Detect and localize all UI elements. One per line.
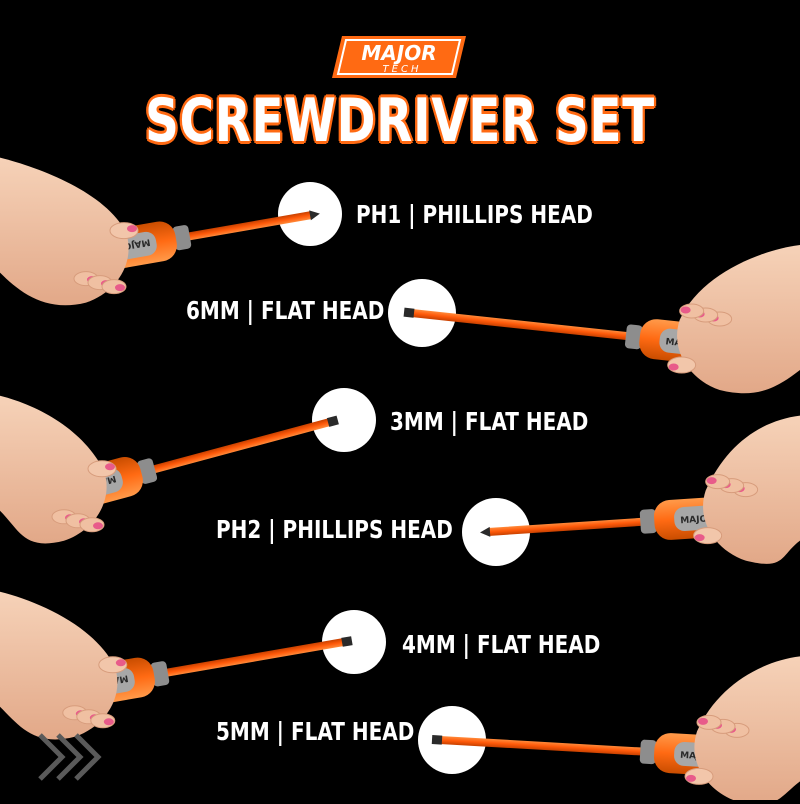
- flat-tip-icon: [403, 307, 415, 318]
- hand-ph1: [0, 157, 139, 306]
- flat-tip-icon: [341, 636, 353, 647]
- fingernail: [93, 522, 103, 530]
- major-tech-logo: MAJOR TECH: [332, 36, 466, 78]
- phillips-tip-icon: [309, 210, 320, 221]
- fingernail: [105, 463, 115, 471]
- screwdriver-6mm: MAJOR TECH: [388, 244, 800, 394]
- label-ph1-phillips-head: PH1 | PHILLIPS HEAD: [356, 200, 593, 229]
- shaft-4mm: [161, 638, 345, 678]
- screwdriver-ph2: MAJOR TECH: [462, 415, 800, 566]
- page-title: SCREWDRIVER SET: [145, 86, 655, 156]
- fingernail: [127, 225, 137, 233]
- shaft-ph1: [183, 211, 313, 241]
- shaft-ph2: [487, 517, 647, 536]
- handle-collar: [624, 324, 643, 350]
- fingernail: [698, 717, 708, 725]
- screwdriver-5mm: MAJOR TECH: [418, 656, 800, 804]
- hand-3mm: [0, 395, 117, 544]
- screwdriver-3mm: MAJOR TECH: [0, 388, 376, 544]
- hand-6mm: [667, 244, 800, 394]
- label-5mm-flat-head: 5MM | FLAT HEAD: [216, 717, 415, 746]
- logo-text-bottom: TECH: [383, 64, 422, 75]
- fingernail: [686, 774, 696, 782]
- label-6mm-flat-head: 6MM | FLAT HEAD: [186, 296, 385, 325]
- phillips-tip-icon: [480, 526, 491, 537]
- fingernail: [668, 363, 679, 371]
- handle-collar: [639, 509, 657, 534]
- tip-circle-4mm: [322, 610, 386, 674]
- label-4mm-flat-head: 4MM | FLAT HEAD: [402, 630, 601, 659]
- label-ph2-phillips-head: PH2 | PHILLIPS HEAD: [216, 515, 453, 544]
- flat-tip-icon: [431, 735, 443, 745]
- shaft-3mm: [148, 418, 331, 475]
- hand-ph2: [693, 415, 800, 564]
- label-3mm-flat-head: 3MM | FLAT HEAD: [390, 407, 589, 436]
- handle-collar: [150, 661, 170, 687]
- logo-text-top: MAJOR: [361, 41, 436, 65]
- hand-4mm: [0, 591, 128, 740]
- fingernail: [706, 477, 717, 485]
- handle-collar: [639, 739, 657, 765]
- screwdriver-4mm: MAJOR TECH: [0, 591, 386, 740]
- fingernail: [694, 534, 705, 542]
- screwdriver-ph1: MAJOR TECH: [0, 157, 342, 306]
- chevron-decoration-icon: [38, 733, 102, 781]
- tip-circle-3mm: [312, 388, 376, 452]
- hand-5mm: [684, 656, 800, 804]
- fingernail: [680, 306, 691, 314]
- fingernail: [115, 659, 126, 667]
- fingernail: [103, 718, 114, 726]
- shaft-6mm: [411, 309, 633, 341]
- shaft-5mm: [439, 736, 647, 756]
- flat-tip-icon: [326, 415, 339, 427]
- handle-collar: [172, 225, 192, 251]
- fingernail: [115, 284, 125, 292]
